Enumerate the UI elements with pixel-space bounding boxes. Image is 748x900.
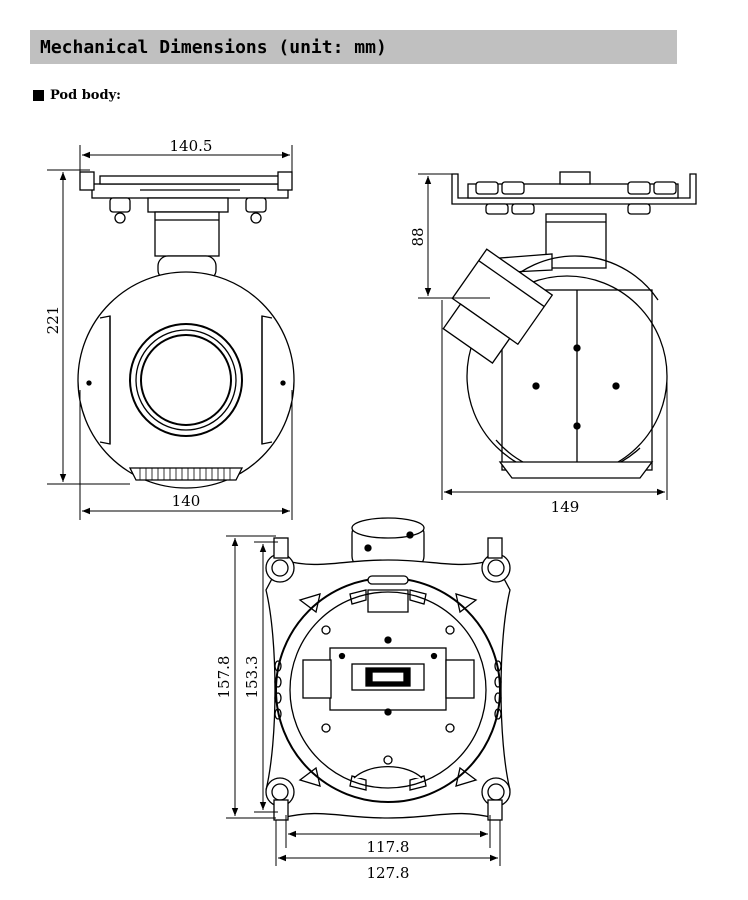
black-square-icon (33, 90, 44, 101)
dim-bottom-inner-height: 153.3 (243, 656, 261, 699)
front-view (77, 171, 295, 489)
dim-front-bottom-width: 140 (172, 492, 201, 510)
section-title: Mechanical Dimensions (unit: mm) (40, 36, 387, 58)
subsection-heading: Pod body: (33, 88, 121, 103)
front-dimension-lines (47, 145, 293, 520)
dim-side-bottom-width: 149 (551, 498, 580, 516)
dim-bottom-outer-height: 157.8 (215, 656, 233, 699)
dim-front-height: 221 (44, 306, 62, 335)
subsection-label: Pod body: (50, 88, 121, 103)
dim-bottom-inner-width: 117.8 (367, 838, 410, 856)
dim-side-top-height: 88 (409, 227, 427, 246)
side-dimension-lines (418, 173, 668, 500)
bottom-dimension-lines (226, 535, 501, 866)
section-title-bar: Mechanical Dimensions (unit: mm) (30, 30, 677, 64)
dim-bottom-outer-width: 127.8 (367, 864, 410, 882)
bottom-view (265, 517, 511, 821)
side-view (442, 171, 697, 479)
dim-front-top-width: 140.5 (170, 137, 213, 155)
